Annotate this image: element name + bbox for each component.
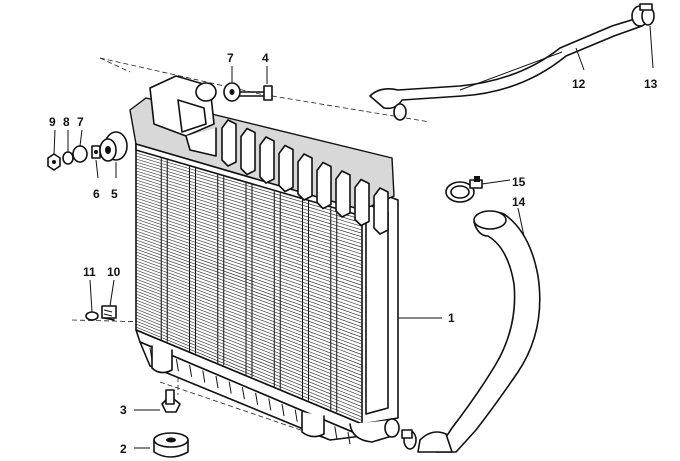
callout-10: 10	[107, 265, 121, 279]
hose-clip-lower	[401, 429, 417, 450]
side-bolt-parts	[85, 305, 117, 321]
top-tank-ribs	[221, 119, 389, 235]
leader-lines	[53, 25, 654, 449]
callouts: 1 2 3 4 5 6 7 7 8 9 10 11 12 13 14 15	[49, 51, 658, 456]
callout-12: 12	[572, 77, 586, 91]
callout-1: 1	[448, 311, 455, 325]
lower-hose	[417, 210, 541, 453]
callout-8: 8	[63, 115, 70, 129]
callout-7a: 7	[227, 51, 234, 65]
mount-parts-left	[47, 131, 128, 171]
hose-clip-upper	[631, 3, 655, 27]
radiator	[129, 75, 400, 445]
callout-2: 2	[120, 442, 127, 456]
callout-5: 5	[111, 187, 118, 201]
callout-15: 15	[512, 175, 526, 189]
callout-13: 13	[644, 77, 658, 91]
hose-clip-15	[445, 176, 483, 203]
callout-7b: 7	[77, 115, 84, 129]
callout-3: 3	[120, 403, 127, 417]
upper-hose	[369, 17, 643, 121]
top-bolt-parts	[223, 82, 273, 102]
bottom-mount-parts	[153, 389, 189, 458]
callout-14: 14	[512, 195, 526, 209]
callout-11: 11	[83, 265, 96, 279]
callout-4: 4	[262, 51, 269, 65]
callout-6: 6	[93, 187, 100, 201]
callout-9: 9	[49, 115, 56, 129]
